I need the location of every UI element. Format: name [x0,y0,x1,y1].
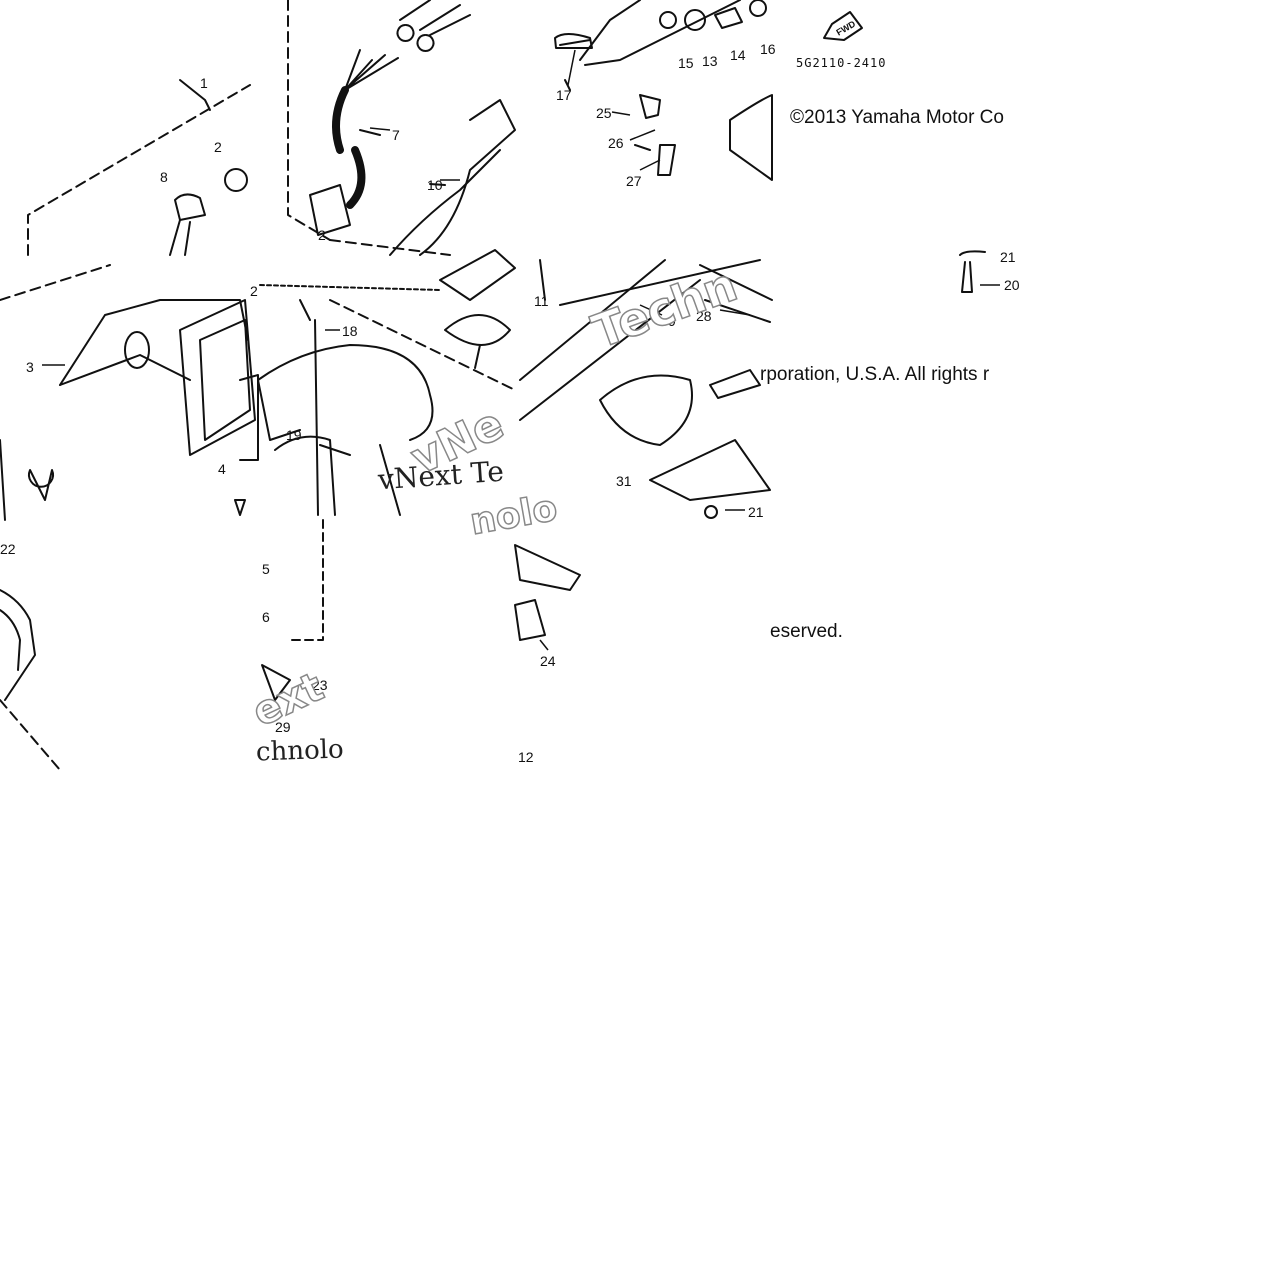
part-number-2-mid: 2 [318,227,326,243]
part-number-13: 13 [702,53,718,69]
part-number-10: 10 [427,177,443,193]
forward-arrow-label: FWD [834,18,857,37]
part-number-24: 24 [540,653,556,669]
part-number-9: 9 [668,313,676,329]
part-number-29: 29 [275,719,291,735]
part-number-25: 25 [596,105,612,121]
part-number-27: 27 [626,173,642,189]
part-number-21: 21 [748,504,764,520]
part-number-21-top: 21 [1000,249,1016,265]
part-number-31: 31 [616,473,632,489]
part-number-7: 7 [392,127,400,143]
watermark-fragment-3: chnolo [255,734,345,768]
copyright-fragment-3: eserved. [770,621,843,642]
part-number-3: 3 [26,359,34,375]
part-number-20: 20 [1004,277,1020,293]
forward-arrow-icon: FWD [823,11,863,41]
part-number-26: 26 [608,135,624,151]
part-number-12: 12 [518,749,534,765]
copyright-fragment-2: rporation, U.S.A. All rights r [760,364,990,385]
part-number-8: 8 [160,169,168,185]
part-number-28: 28 [696,308,712,324]
part-number-5: 5 [262,561,270,577]
part-number-14: 14 [730,47,746,63]
part-number-22: 22 [0,541,16,557]
part-number-2-lower: 2 [250,283,258,299]
part-number-17: 17 [556,87,572,103]
diagram-code: 5G2110-2410 [796,56,887,70]
part-number-6: 6 [262,609,270,625]
copyright-fragment-1: ©2013 Yamaha Motor Co [790,107,1004,128]
part-number-23: 23 [312,677,328,693]
part-number-15: 15 [678,55,694,71]
part-number-19: 19 [286,427,302,443]
part-number-11: 11 [534,293,549,309]
part-number-18: 18 [342,323,358,339]
part-number-16: 16 [760,41,776,57]
part-number-4: 4 [218,461,226,477]
part-number-2: 2 [214,139,222,155]
part-number-1: 1 [200,75,208,91]
